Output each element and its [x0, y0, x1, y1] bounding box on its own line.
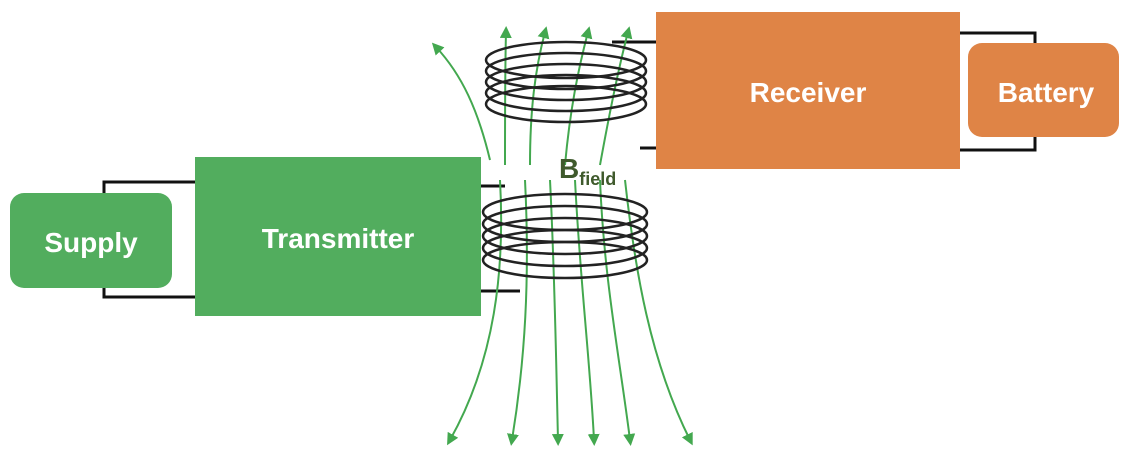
supply-label: Supply	[44, 227, 138, 258]
battery-block: Battery	[968, 43, 1119, 137]
transmitter-block: Transmitter	[195, 157, 481, 316]
battery-label: Battery	[998, 77, 1095, 108]
upper-field-lines	[431, 26, 633, 166]
bfield-subscript: field	[579, 169, 616, 189]
receiver-label: Receiver	[750, 77, 867, 108]
transmitter-coil	[481, 192, 649, 280]
supply-block: Supply	[10, 193, 172, 288]
receiver-coil	[484, 40, 648, 124]
receiver-block: Receiver	[656, 12, 960, 169]
bfield-label: Bfield	[559, 153, 616, 189]
coil-receiver-wires	[612, 40, 656, 150]
transmitter-label: Transmitter	[262, 223, 415, 254]
bfield-main: B	[559, 153, 579, 184]
